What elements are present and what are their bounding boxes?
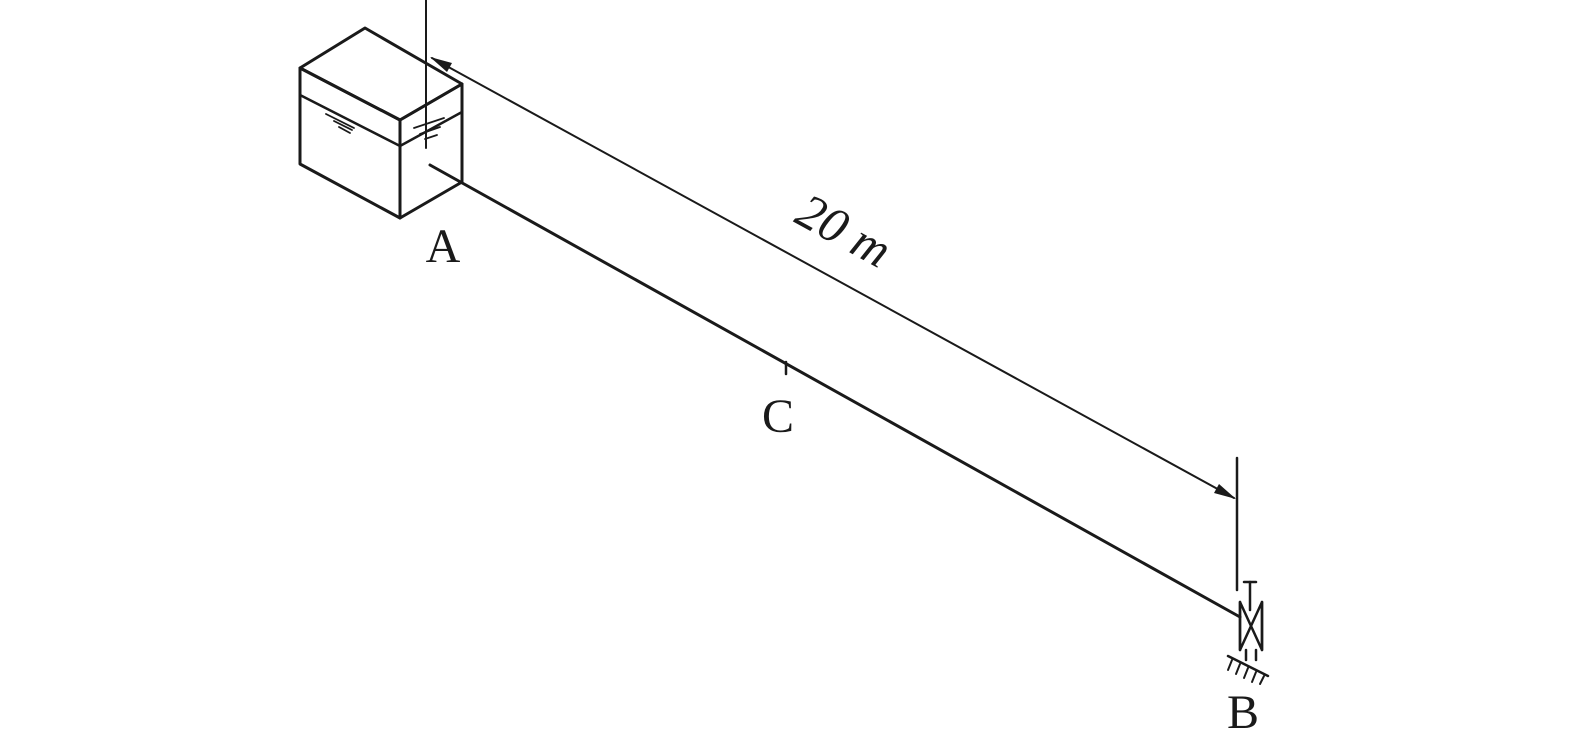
point-b-label: B [1227, 686, 1259, 739]
water-symbol-front [333, 120, 353, 131]
water-symbol-side [413, 117, 445, 129]
reservoir-tank [298, 26, 464, 220]
point-c-label: C [762, 390, 794, 443]
tank-side-face [398, 82, 464, 220]
water-symbol-side [419, 126, 441, 135]
point-a-label: A [426, 220, 461, 273]
ground-line [1226, 654, 1270, 678]
dimension-line [431, 57, 1235, 499]
water-surface-front [298, 93, 402, 148]
water-surface-side [398, 110, 464, 148]
dimension-label: 20 m [787, 182, 900, 278]
length-dimension [430, 57, 1236, 499]
dimension-arrow-end [1214, 484, 1236, 499]
ground-hatch-strokes [1227, 659, 1265, 685]
water-symbol-front [325, 113, 355, 129]
valve-b [1238, 580, 1264, 662]
ground-hatch [1226, 654, 1270, 685]
pipe-line [428, 163, 1242, 619]
dimension-arrow-start [430, 57, 452, 72]
tank-front-face [298, 66, 402, 220]
water-symbol-front [338, 126, 351, 134]
